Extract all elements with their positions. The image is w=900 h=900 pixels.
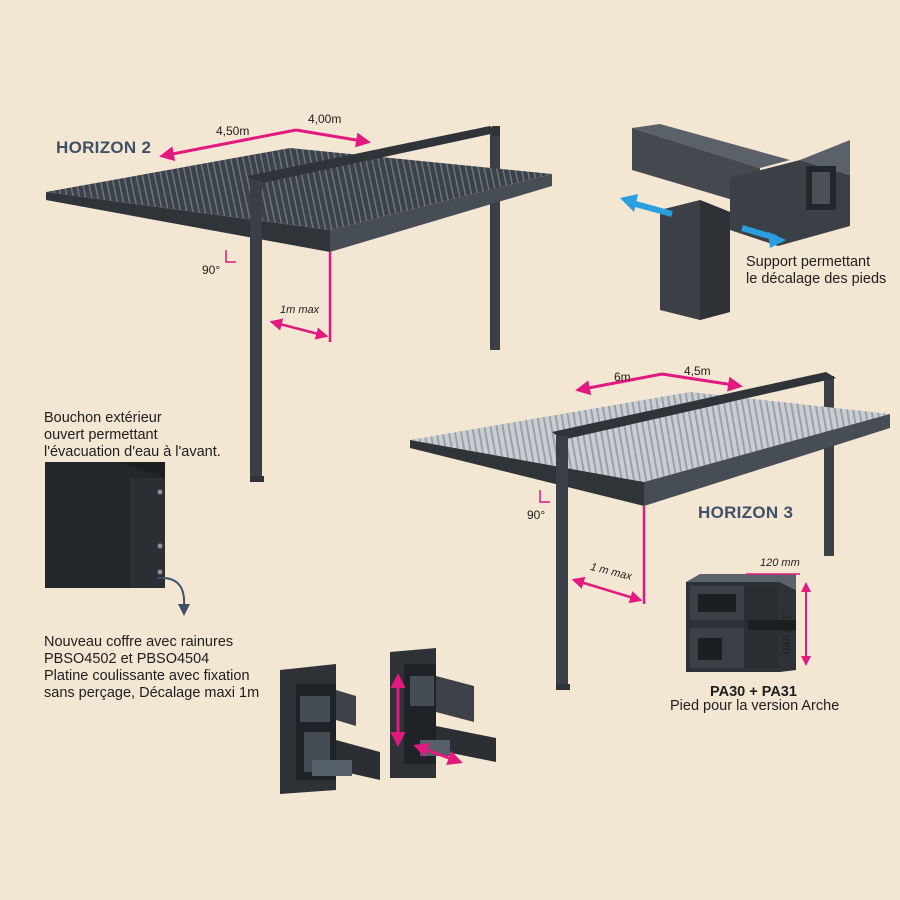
horizon3-back-post: [824, 376, 834, 556]
horizon3-front-post: [556, 436, 568, 686]
end-cap-illustration: [45, 462, 190, 616]
pied-reference: PA30 + PA31: [710, 684, 797, 700]
horizon2-width-label: 4,50m: [216, 124, 250, 138]
coffre-profile-right: [390, 648, 496, 778]
bouchon-caption-line1: Bouchon extérieur: [44, 410, 162, 426]
horizon2-back-post: [490, 132, 500, 350]
horizon2-pergola: [46, 126, 552, 482]
horizon3-roof: [410, 392, 890, 482]
horizon2-right-angle-icon: [225, 250, 236, 263]
coffre-profile-left: [280, 664, 380, 794]
coffre-caption-line4: sans perçage, Décalage maxi 1m: [44, 685, 260, 701]
horizon3-roof-front: [410, 440, 644, 506]
horizon3-right-angle-icon: [539, 490, 550, 503]
coffre-caption-line2: PBSO4502 et PBSO4504: [44, 651, 210, 667]
horizon2-offset-label: 1m max: [280, 304, 320, 316]
horizon2-angle-label: 90°: [202, 263, 221, 277]
horizon2-width-arrow: [159, 128, 297, 162]
horizon3-width-label: 6m: [614, 370, 631, 384]
water-flow-arrow-icon: [157, 576, 186, 607]
support-caption-line2: le décalage des pieds: [746, 271, 887, 287]
horizon2-roof-side: [330, 174, 552, 252]
horizon2-front-post: [250, 180, 262, 480]
coffre-caption-line1: Nouveau coffre avec rainures: [44, 634, 234, 650]
bouchon-caption-line2: ouvert permettant: [44, 427, 158, 443]
horizon3-title: HORIZON 3: [698, 503, 794, 522]
support-bracket-illustration: [620, 124, 850, 320]
horizontal-slide-arrow-icon: [413, 743, 463, 765]
horizon2-depth-label: 4,00m: [308, 112, 342, 126]
horizon3-pergola: [410, 372, 890, 690]
horizon3-offset-arrow: [571, 576, 643, 604]
bouchon-caption-line3: l'évacuation d'eau à l'avant.: [44, 444, 221, 460]
horizon2-title: HORIZON 2: [56, 138, 152, 157]
horizon3-roof-side: [644, 414, 890, 506]
horizon3-top-beam: [552, 372, 836, 440]
support-caption-line1: Support permettant: [746, 254, 871, 270]
horizon3-depth-arrow: [661, 372, 743, 392]
coffre-caption-line3: Platine coulissante avec fixation: [44, 668, 250, 684]
horizon2-depth-arrow: [295, 128, 371, 148]
horizon2-offset-arrow: [269, 318, 329, 340]
horizon3-width-arrow: [575, 372, 663, 396]
horizon3-angle-label: 90°: [527, 508, 546, 522]
pied-caption: Pied pour la version Arche: [670, 698, 840, 714]
horizon3-depth-label: 4,5m: [684, 364, 711, 378]
post-section-illustration: [686, 573, 811, 672]
pied-height-label: 120 mm: [780, 614, 792, 654]
horizon2-roof: [46, 148, 552, 230]
pied-width-label: 120 mm: [760, 557, 800, 569]
horizon2-top-beam: [248, 126, 500, 184]
